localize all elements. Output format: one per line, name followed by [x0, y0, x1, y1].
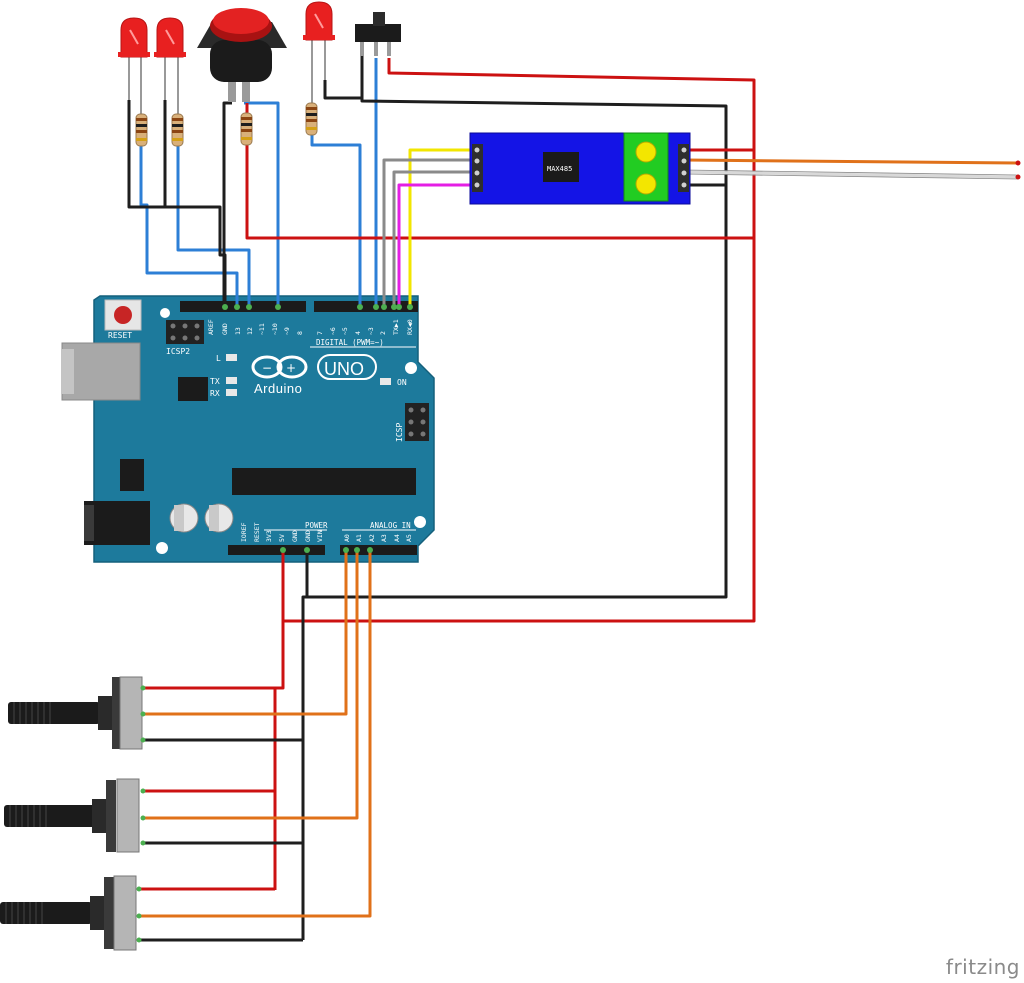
pin-label: ~9 — [283, 327, 291, 335]
board-brand: Arduino — [254, 381, 302, 396]
capacitors — [169, 503, 234, 533]
pin-label: IOREF — [240, 522, 248, 542]
pin-label: 3V3 — [265, 530, 273, 542]
wires — [127, 55, 1021, 942]
analog-pin-labels: A0 A1 A2 A3 A4 A5 — [343, 534, 413, 542]
led-tx-label: TX — [210, 377, 220, 386]
pin-label: A1 — [355, 534, 363, 542]
led-red-1 — [118, 17, 150, 115]
board-model: UNO — [324, 359, 364, 379]
pin-label: ~10 — [271, 323, 279, 335]
pin-label: TX▶1 — [392, 319, 400, 335]
resistor-1 — [135, 113, 148, 147]
pin-label: A4 — [393, 534, 401, 542]
on-label: ON — [397, 378, 407, 387]
power-label: POWER — [305, 521, 328, 530]
pin-label: 4 — [354, 331, 362, 335]
wire-5v-pots — [273, 550, 285, 890]
wire-switch-gnd — [323, 55, 364, 100]
wire-a2 — [139, 550, 372, 918]
pin-label: GND — [304, 530, 312, 542]
power-pin-labels: IOREF RESET 3V3 5V GND GND VIN — [240, 522, 324, 542]
svg-text:+: + — [286, 361, 296, 375]
status-leds — [226, 354, 391, 396]
icsp2-header — [166, 320, 204, 344]
wire-led2-to-pin11 — [176, 145, 251, 307]
resistor-2 — [171, 113, 184, 147]
potentiometer-3 — [0, 875, 137, 951]
icsp-label: ICSP — [395, 423, 404, 442]
reset-label: RESET — [108, 331, 132, 340]
pin-label: GND — [221, 323, 229, 335]
led-red-2 — [154, 17, 186, 115]
pin-label: ~5 — [341, 327, 349, 335]
wire-rs485-a — [684, 158, 1019, 165]
pin-label: RX◀0 — [406, 319, 414, 335]
slide-switch — [355, 12, 401, 56]
wire-5v-bus — [283, 58, 756, 623]
wire-re-to-pin3 — [392, 170, 470, 307]
potentiometer-1 — [8, 676, 143, 750]
pin-label: 8 — [296, 331, 304, 335]
wire-a0 — [143, 550, 348, 716]
wire-led3-to-pin4 — [310, 135, 362, 307]
resistor-3 — [240, 112, 253, 146]
led-l-label: L — [216, 354, 221, 363]
wire-button-to-pin13 — [222, 101, 232, 307]
max485-chip-label: MAX485 — [547, 165, 572, 173]
led-red-3 — [303, 1, 335, 103]
screw-terminal — [623, 132, 669, 202]
wire-ro-to-pin1 — [397, 183, 470, 307]
max485-module: MAX485 — [469, 132, 691, 205]
wire-de-to-pin2 — [382, 158, 470, 307]
icsp-header — [405, 403, 429, 441]
led-rx-label: RX — [210, 389, 220, 398]
pin-label: AREF — [207, 319, 215, 335]
digital-label: DIGITAL (PWM=~) — [316, 338, 384, 347]
wire-led1-to-pin12 — [139, 145, 239, 307]
digital-pin-labels: AREF GND 13 12 ~11 ~10 ~9 8 7 ~6 ~5 4 ~3 2 TX▶1 RX◀0 — [207, 319, 414, 335]
wire-a1 — [143, 550, 359, 820]
wire-gnd-pots — [301, 550, 309, 940]
pin-label: 2 — [379, 331, 387, 335]
arduino-logo: − + — [251, 354, 377, 380]
pin-label: ~3 — [367, 327, 375, 335]
pin-label: 7 — [316, 331, 324, 335]
pin-label: ~11 — [258, 323, 266, 335]
wire-rs485-b — [684, 170, 1019, 179]
pin-label: 12 — [246, 327, 254, 335]
potentiometer-2 — [4, 778, 140, 853]
pin-label: 5V — [278, 534, 286, 542]
fritzing-watermark: fritzing — [945, 955, 1020, 979]
pin-label: A0 — [343, 534, 351, 542]
wire-module-vcc — [245, 103, 754, 240]
pin-label: A5 — [405, 534, 413, 542]
svg-text:−: − — [262, 361, 272, 375]
push-button — [197, 8, 287, 102]
wire-gnd-bus — [303, 98, 728, 599]
icsp2-label: ICSP2 — [166, 347, 190, 356]
wire-di-to-pin0 — [408, 148, 470, 307]
reset-button — [104, 299, 142, 331]
pin-label: A2 — [368, 534, 376, 542]
pin-label: RESET — [253, 522, 261, 542]
pin-label: GND — [291, 530, 299, 542]
resistor-4 — [305, 102, 318, 136]
analog-label: ANALOG IN — [370, 521, 411, 530]
pin-label: ~6 — [329, 327, 337, 335]
pin-label: 13 — [234, 327, 242, 335]
pin-label: A3 — [380, 534, 388, 542]
pin-label: VIN — [316, 530, 324, 542]
